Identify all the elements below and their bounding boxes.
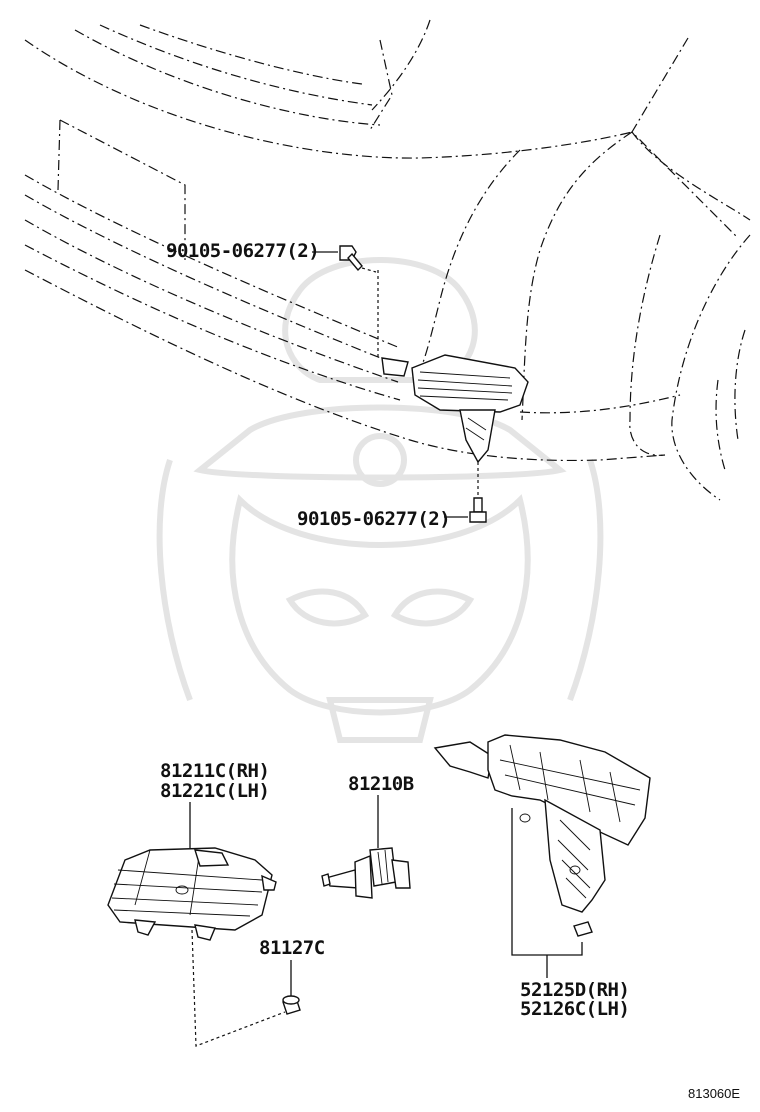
label-bulb: 81210B [348, 773, 414, 795]
installed-fog-lamp-icon [377, 270, 529, 464]
bolt-lower-icon [444, 462, 487, 523]
bulb-icon [321, 795, 411, 899]
reference-code: 813060E [688, 1086, 741, 1101]
label-fog-lamp-lh: 81221C(LH) [160, 780, 270, 802]
label-bracket-rh: 52125D(RH) [520, 979, 630, 1001]
label-bolt-lower: 90105-06277(2) [297, 508, 451, 530]
fog-lamp-icon [107, 802, 286, 1047]
label-fog-lamp-rh: 81211C(RH) [160, 760, 270, 782]
label-bracket-lh: 52126C(LH) [520, 998, 630, 1020]
samurai-mask-watermark [156, 257, 604, 743]
clip-icon [573, 921, 593, 937]
label-socket-cap: 81127C [259, 937, 325, 959]
vehicle-outline [24, 19, 751, 501]
cap-icon [282, 960, 301, 1015]
label-bolt-upper: 90105-06277(2) [166, 240, 320, 262]
bolt-icon [312, 245, 377, 273]
bracket-icon [433, 734, 651, 978]
